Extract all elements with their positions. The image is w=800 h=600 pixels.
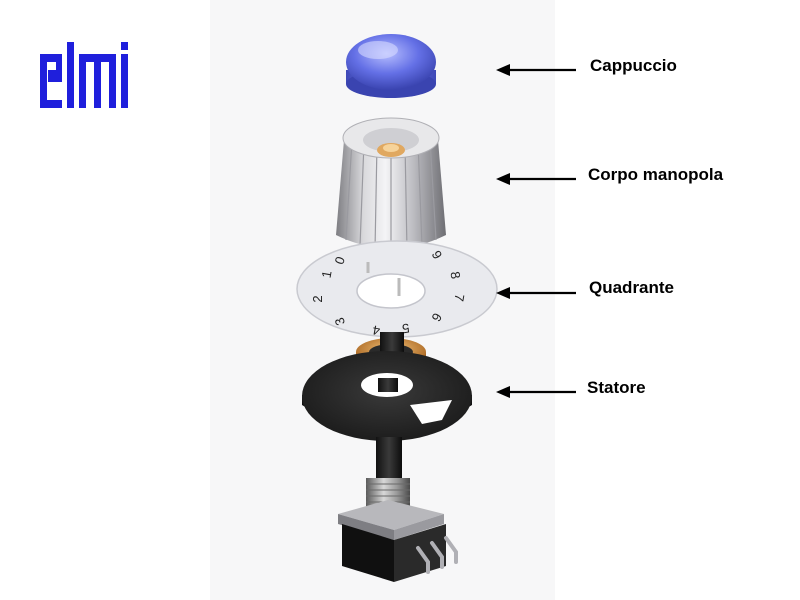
arrows	[496, 64, 576, 398]
arrow-dial-icon	[496, 287, 576, 299]
label-corpo-manopola: Corpo manopola	[588, 165, 724, 184]
dial-number: 7	[451, 293, 467, 303]
arrow-stator-icon	[496, 386, 576, 398]
dial-number: 4	[371, 322, 381, 338]
cap	[346, 34, 436, 98]
label-quadrante: Quadrante	[589, 278, 675, 297]
dial-number: 5	[401, 320, 411, 336]
arrow-cap-icon	[496, 64, 576, 76]
label-cappuccio: Cappuccio	[590, 56, 677, 75]
dial-number: 1	[319, 269, 335, 279]
dial: 0 1 2 3 4 5 6 7 8 9	[296, 240, 498, 338]
arrow-body-icon	[496, 173, 576, 185]
dial-number: 0	[331, 254, 348, 266]
potentiometer	[338, 478, 458, 582]
label-statore: Statore	[587, 378, 646, 397]
dial-number: 3	[331, 316, 348, 328]
stator	[302, 351, 472, 441]
elmi-logo	[40, 42, 128, 108]
knob-body	[336, 117, 446, 251]
dial-number: 2	[310, 295, 325, 302]
shaft-lower	[376, 437, 402, 485]
dial-number: 8	[447, 270, 463, 280]
